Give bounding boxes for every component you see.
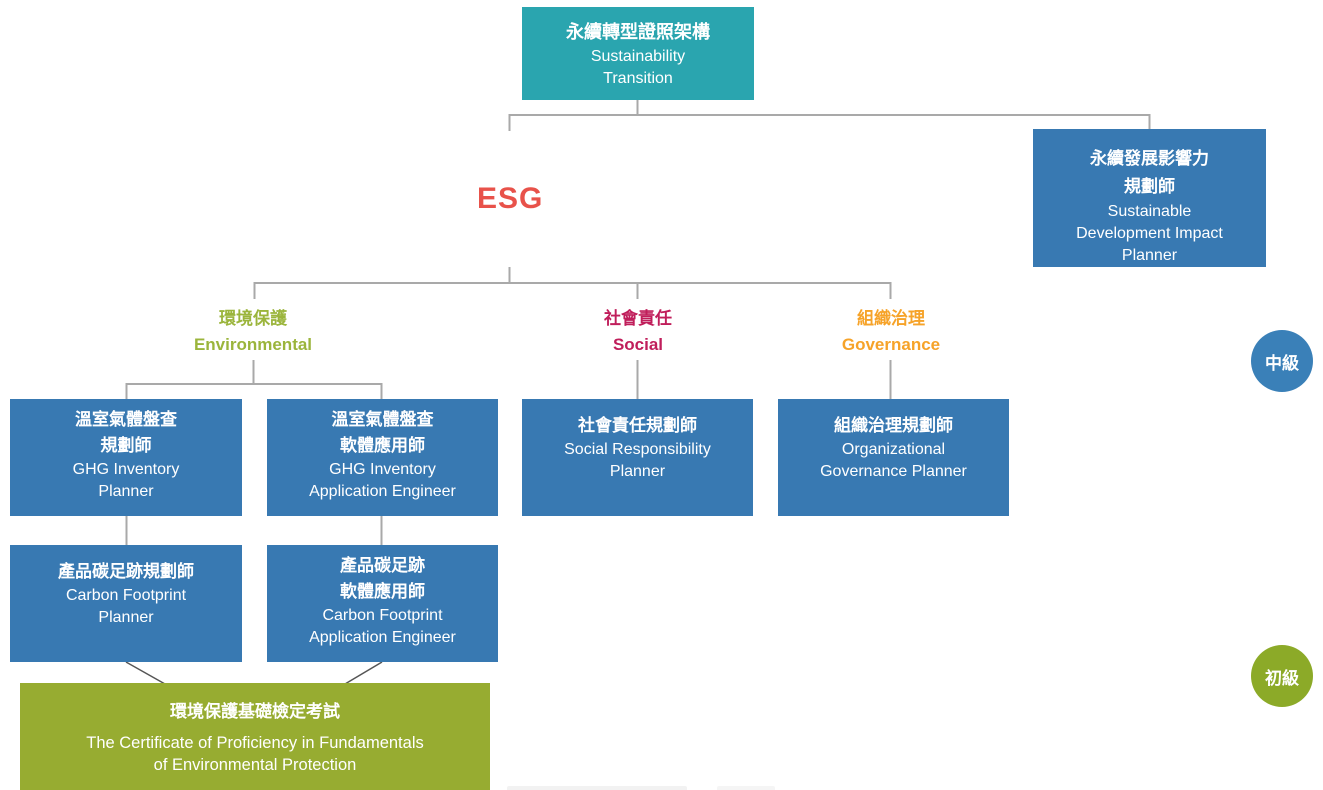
node-carbon-footprint-planner: 產品碳足跡規劃師 Carbon Footprint Planner <box>10 545 242 662</box>
category-governance: 組織治理 Governance <box>781 306 1001 358</box>
node-sdip-zh: 永續發展影響力 規劃師 <box>1090 149 1209 196</box>
node-sustainability-transition: 永續轉型證照架構 Sustainability Transition <box>522 7 754 100</box>
category-governance-en: Governance <box>841 335 941 354</box>
bottom-cropped-artifact-right <box>717 786 775 790</box>
node-social-responsibility-planner: 社會責任規劃師 Social Responsibility Planner <box>522 399 753 516</box>
node-ghg-app-zh: 溫室氣體盤查 軟體應用師 <box>331 410 434 455</box>
node-social-planner-zh: 社會責任規劃師 <box>578 416 697 435</box>
category-governance-zh: 組織治理 <box>857 309 925 328</box>
node-organizational-governance-planner: 組織治理規劃師 Organizational Governance Planne… <box>778 399 1009 516</box>
node-sdip-en: Sustainable Development Impact Planner <box>1076 203 1223 264</box>
node-ghg-app-en: GHG Inventory Application Engineer <box>309 461 456 500</box>
node-sustainability-transition-zh: 永續轉型證照架構 <box>566 22 710 42</box>
node-ghg-planner-zh: 溫室氣體盤查 規劃師 <box>75 410 177 455</box>
esg-heading: ESG <box>477 182 544 215</box>
category-social-zh: 社會責任 <box>604 309 672 328</box>
node-environmental-protection-certificate: 環境保護基礎檢定考試 The Certificate of Proficienc… <box>20 683 490 790</box>
category-social: 社會責任 Social <box>528 306 748 358</box>
node-governance-planner-zh: 組織治理規劃師 <box>834 416 953 435</box>
node-carbon-footprint-application-engineer: 產品碳足跡 軟體應用師 Carbon Footprint Application… <box>267 545 498 662</box>
node-carbon-planner-zh: 產品碳足跡規劃師 <box>58 562 194 581</box>
node-social-planner-en: Social Responsibility Planner <box>564 441 711 480</box>
category-environmental: 環境保護 Environmental <box>143 306 363 358</box>
node-carbon-app-en: Carbon Footprint Application Engineer <box>309 607 456 646</box>
node-env-cert-en: The Certificate of Proficiency in Fundam… <box>86 734 424 774</box>
level-badge-beginner: 初級 <box>1251 645 1313 707</box>
node-ghg-planner-en: GHG Inventory Planner <box>72 461 180 500</box>
node-sustainability-transition-en: Sustainability Transition <box>590 48 686 87</box>
category-environmental-zh: 環境保護 <box>219 309 287 328</box>
node-carbon-app-zh: 產品碳足跡 軟體應用師 <box>340 556 425 601</box>
node-ghg-inventory-planner: 溫室氣體盤查 規劃師 GHG Inventory Planner <box>10 399 242 516</box>
node-governance-planner-en: Organizational Governance Planner <box>820 441 967 480</box>
bottom-cropped-artifact-left <box>507 786 687 790</box>
node-env-cert-zh: 環境保護基礎檢定考試 <box>170 702 340 721</box>
node-carbon-planner-en: Carbon Footprint Planner <box>65 587 187 626</box>
node-sustainable-development-impact-planner: 永續發展影響力 規劃師 Sustainable Development Impa… <box>1033 129 1266 267</box>
level-badge-intermediate: 中級 <box>1251 330 1313 392</box>
category-social-en: Social <box>612 335 664 354</box>
node-ghg-inventory-application-engineer: 溫室氣體盤查 軟體應用師 GHG Inventory Application E… <box>267 399 498 516</box>
category-environmental-en: Environmental <box>193 335 313 354</box>
